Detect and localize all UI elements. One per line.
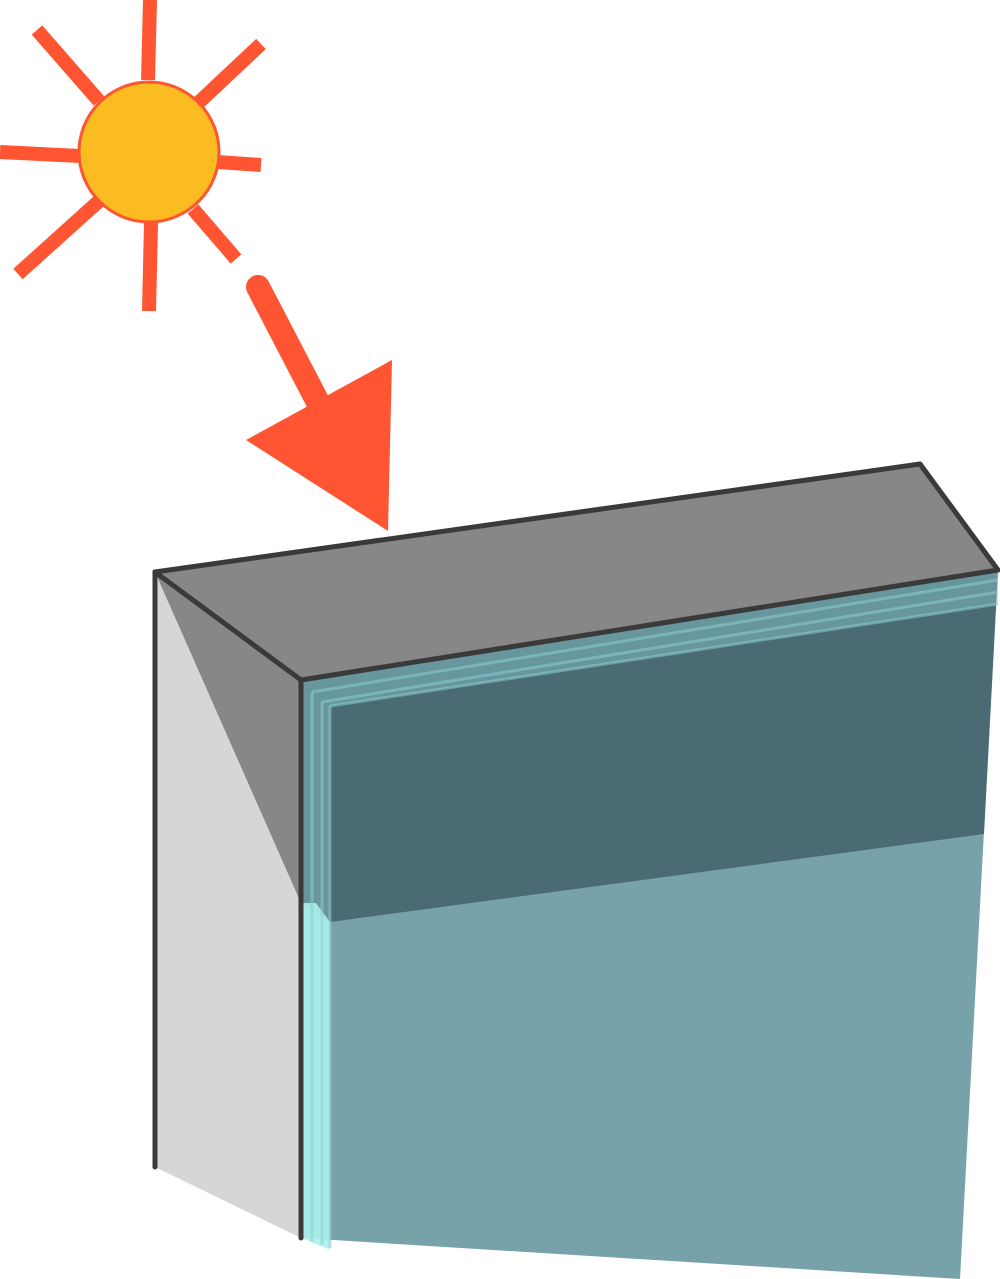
facade-shadow-area (301, 570, 998, 922)
roof-top-face (155, 464, 998, 680)
sun-ray-top (141, 0, 157, 81)
sun-ray-top-left (31, 25, 105, 106)
glass-line-3 (329, 602, 999, 708)
building-block (152, 461, 1000, 1279)
sun-ray-bottom (142, 222, 158, 312)
sunlight-arrow-head (246, 360, 392, 531)
sun-ray-bottom-left (13, 195, 104, 280)
sun-ray-top-right (191, 38, 266, 111)
roof-back-edge (917, 461, 1000, 573)
glass-line-1 (311, 578, 999, 694)
sun-icon (0, 0, 266, 312)
sun-ray-right (217, 155, 262, 172)
glass-line-2 (321, 590, 999, 704)
sun-ray-left (0, 145, 81, 163)
side-wall (155, 572, 301, 1238)
sunlight-arrow-shaft (246, 275, 334, 422)
sun-ray-bottom-right (187, 204, 242, 264)
sun-disc (77, 80, 221, 224)
arrow-down-right-icon (246, 275, 392, 531)
building-outlines (152, 461, 1000, 1241)
roof-outline (152, 461, 923, 575)
sun-rays (0, 0, 266, 312)
glass-edge-highlight (303, 903, 330, 1250)
